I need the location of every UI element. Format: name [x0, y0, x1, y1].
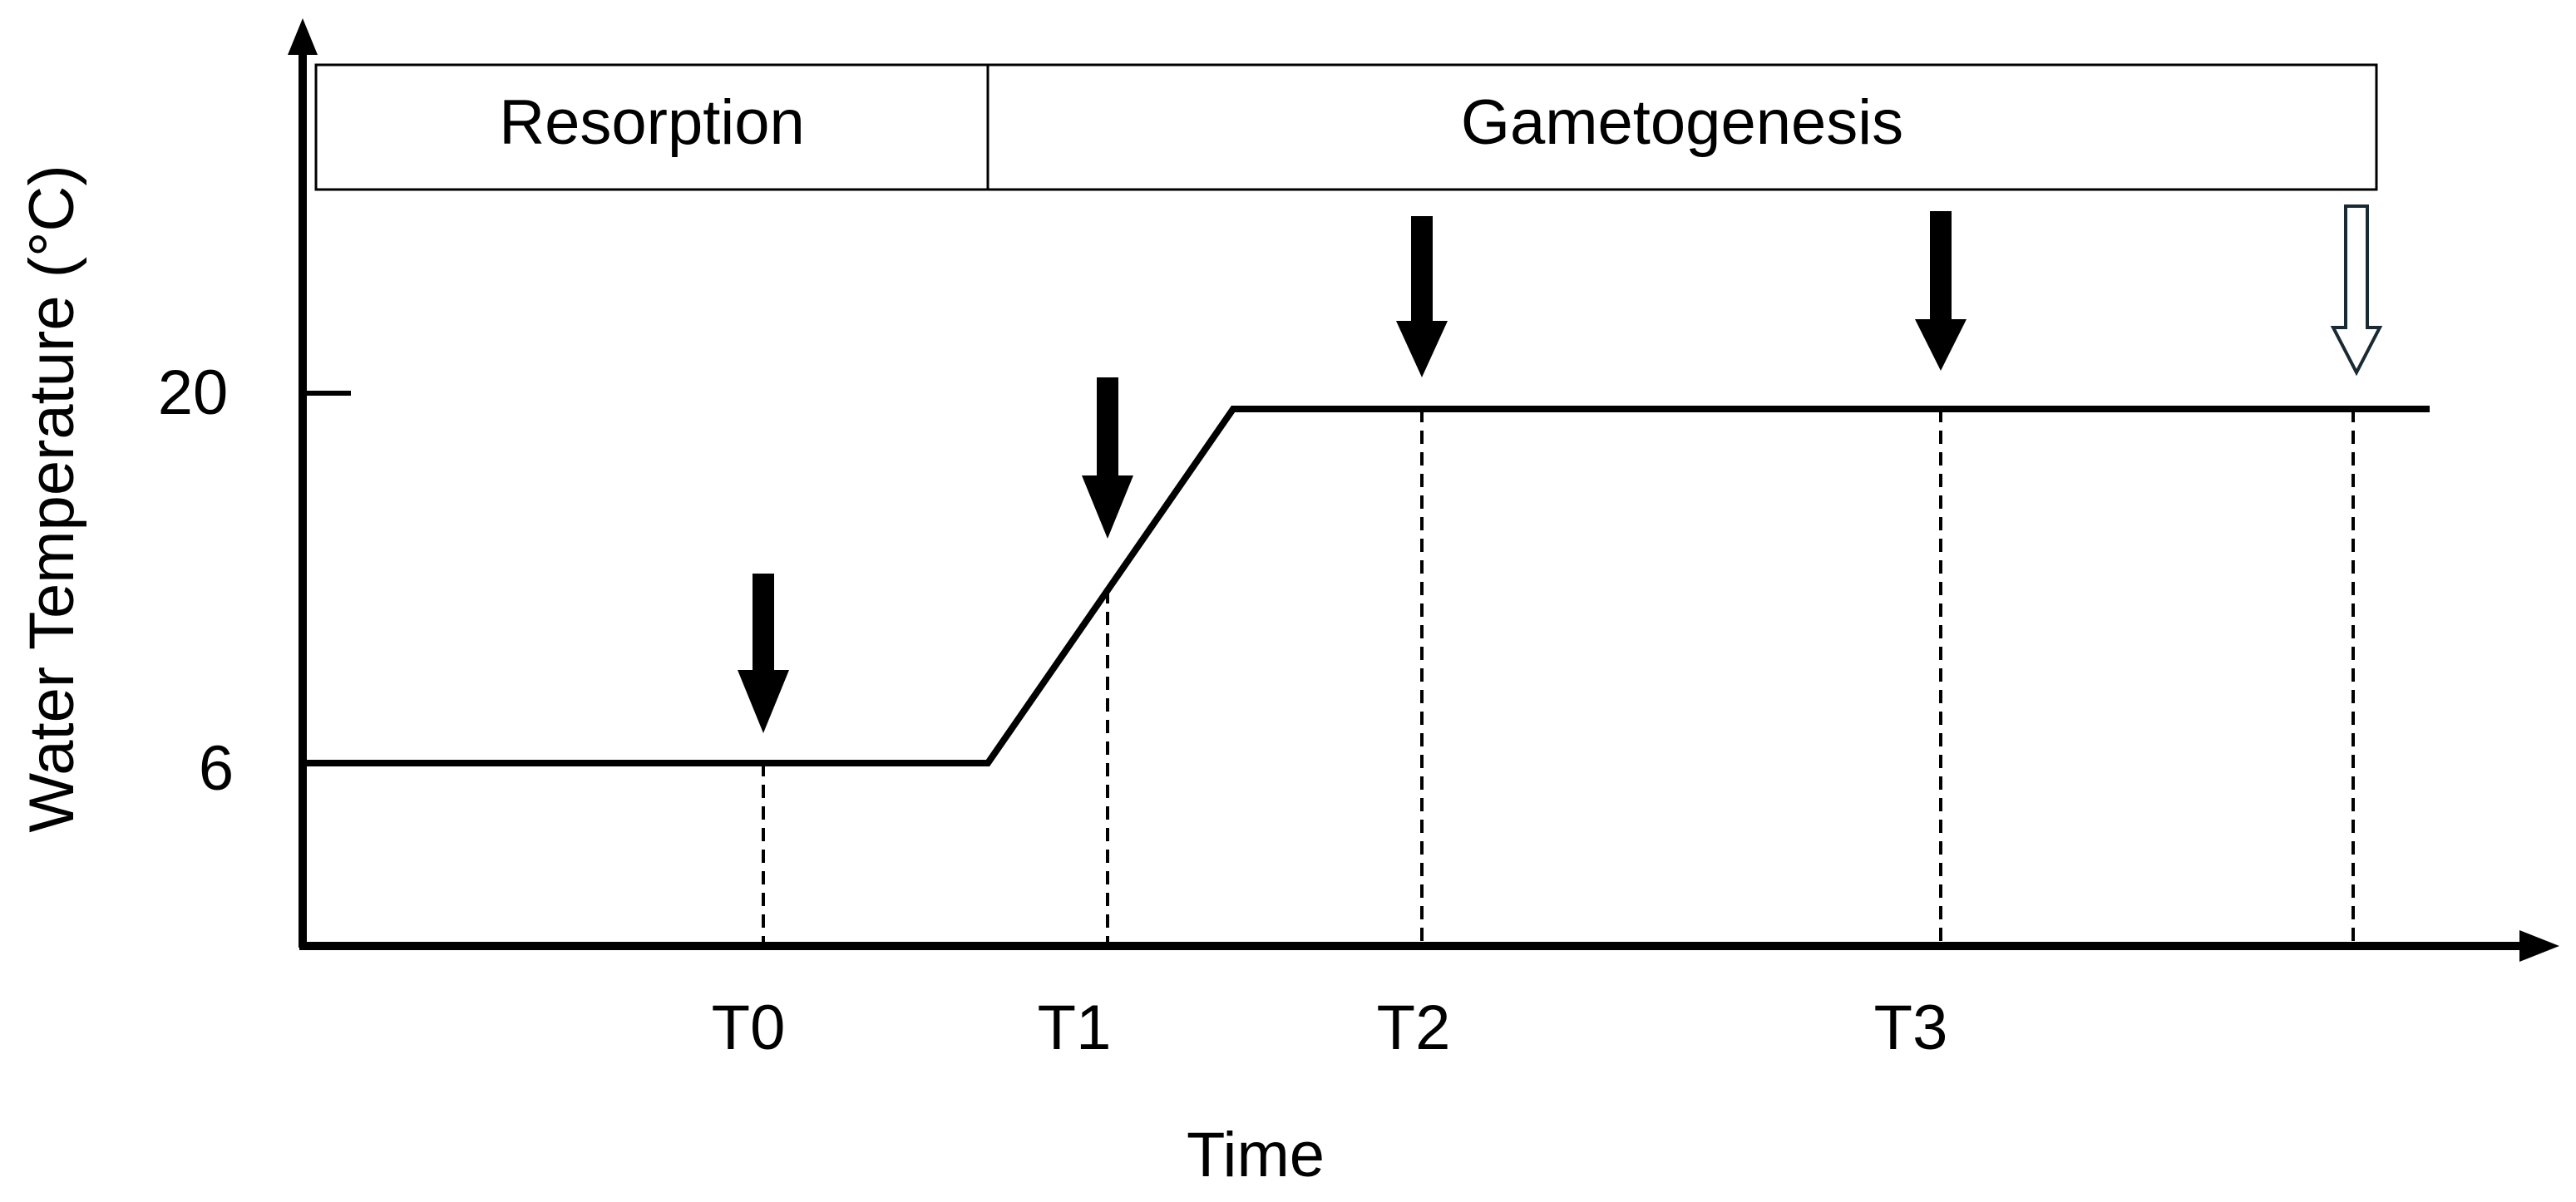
phase-header: Resorption Gametogenesis [314, 63, 2378, 191]
x-axis-arrowhead [2519, 930, 2559, 962]
down-arrow-icon-t0 [738, 574, 789, 733]
phase-label-resorption: Resorption [499, 87, 805, 158]
x-tick-label-t0: T0 [712, 993, 786, 1063]
phase-box-gametogenesis [986, 63, 2378, 191]
sampling-arrows [738, 204, 2383, 733]
x-axis: T0 T1 T2 T3 Time [299, 930, 2559, 1190]
x-tick-label-t2: T2 [1377, 993, 1451, 1063]
outline-down-arrow-icon [2330, 204, 2383, 377]
phase-label-gametogenesis: Gametogenesis [1461, 87, 1903, 158]
y-tick-label-6: 6 [199, 733, 234, 804]
phase-box-resorption [314, 63, 989, 191]
y-axis-arrowhead [288, 18, 318, 55]
down-arrow-icon-t3 [1915, 211, 1967, 371]
sampling-drop-lines [762, 409, 2355, 943]
y-axis-label: Water Temperature (°C) [17, 165, 87, 832]
x-axis-label: Time [1187, 1120, 1325, 1190]
x-tick-label-t3: T3 [1874, 993, 1948, 1063]
y-tick-label-20: 20 [158, 357, 229, 428]
down-arrow-icon-t1 [1082, 377, 1133, 539]
down-arrow-icon-t2 [1396, 216, 1448, 377]
y-axis: 20 6 Water Temperature (°C) [17, 18, 351, 948]
x-tick-label-t1: T1 [1038, 993, 1112, 1063]
temperature-profile-line [303, 406, 2430, 766]
